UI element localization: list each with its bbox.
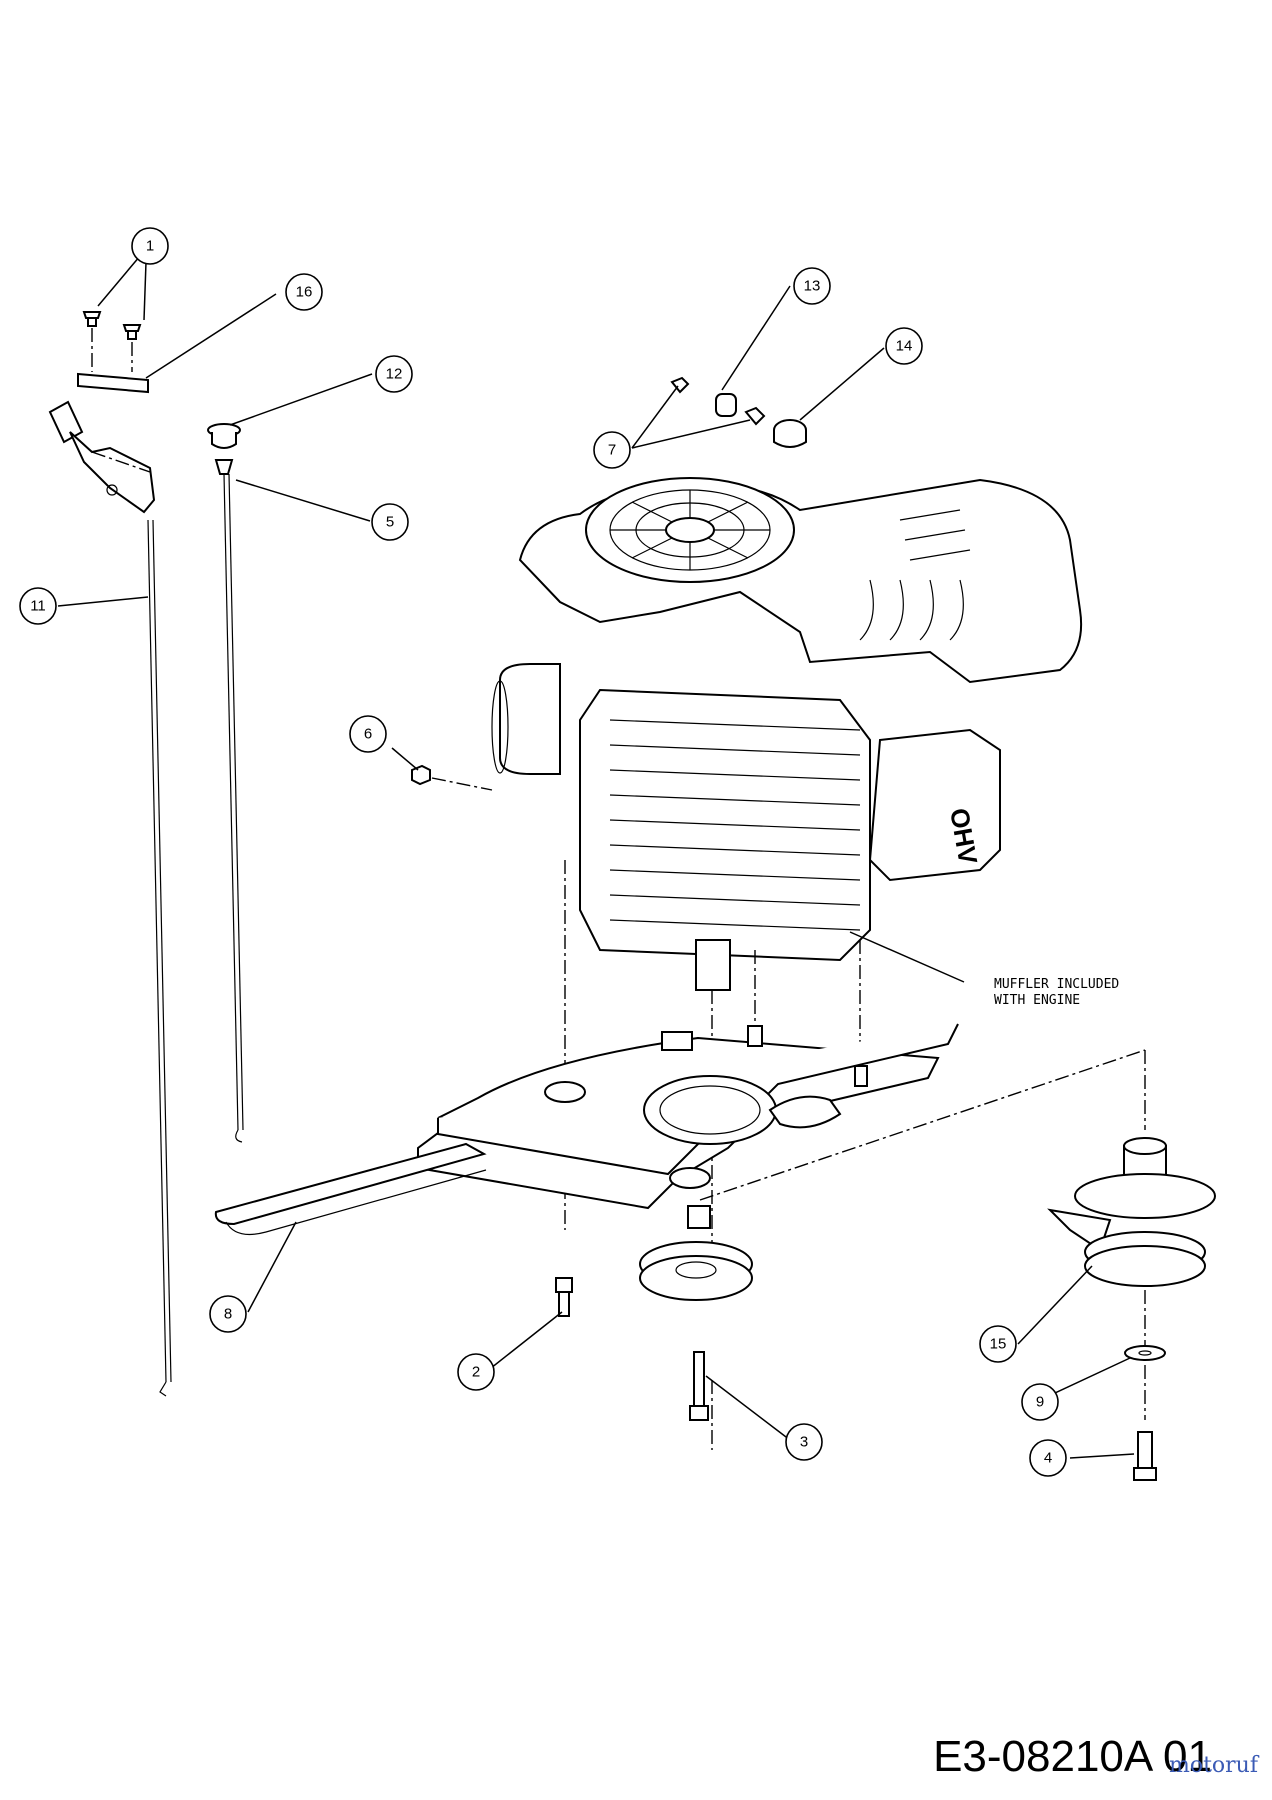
retaining-plate [77,372,149,394]
bolt-4 [1133,1431,1157,1481]
callout-5: 5 [371,503,409,541]
callout-label: 8 [224,1306,232,1323]
callout-6: 6 [349,715,387,753]
spacer-and-pulley [639,1205,753,1301]
callout-3: 3 [785,1423,823,1461]
callout-label: 11 [30,598,46,615]
dipstick-and-tube [207,423,244,1143]
deck-mounting-plate [417,1023,959,1210]
bolt-2 [555,1277,573,1317]
callout-7: 7 [593,431,631,469]
note-line-1: MUFFLER INCLUDED [994,977,1119,992]
throttle-control-bracket [48,400,156,514]
callout-label: 7 [608,442,616,459]
callout-2: 2 [457,1353,495,1391]
callout-label: 3 [800,1434,808,1451]
bolt-3 [689,1351,709,1421]
callout-13: 13 [793,267,831,305]
callout-label: 15 [990,1336,1007,1353]
callout-label: 12 [386,366,403,383]
callout-11: 11 [19,587,57,625]
callout-14: 14 [885,327,923,365]
watermark-logo: motoruf [1168,1753,1258,1778]
engine-assembly: OHV [491,477,1083,991]
leader-lines [57,255,1135,1459]
callout-1: 1 [131,227,169,265]
callout-label: 9 [1036,1394,1044,1411]
callout-12: 12 [375,355,413,393]
engine-pulley [1047,1137,1216,1287]
callout-4: 4 [1029,1439,1067,1477]
screw-pair [82,311,142,372]
callout-label: 5 [386,514,394,531]
note-line-2: WITH ENGINE [994,993,1080,1008]
washer [1124,1345,1166,1361]
callout-label: 13 [804,278,821,295]
muffler-note: MUFFLER INCLUDED WITH ENGINE [994,977,1119,1008]
callout-9: 9 [1021,1383,1059,1421]
callout-8: 8 [209,1295,247,1333]
callout-label: 14 [896,338,913,355]
callout-label: 4 [1044,1450,1052,1467]
callout-label: 16 [296,284,313,301]
callout-label: 6 [364,726,372,743]
clamps-spacer-cap [670,376,807,448]
nut [411,764,493,791]
throttle-cable [147,519,172,1397]
drawing-code: E3-08210A 01 [933,1732,1212,1781]
shield [214,1142,487,1235]
callout-label: 1 [146,238,154,255]
callout-15: 15 [979,1325,1017,1363]
callout-16: 16 [285,273,323,311]
callout-label: 2 [472,1364,480,1381]
